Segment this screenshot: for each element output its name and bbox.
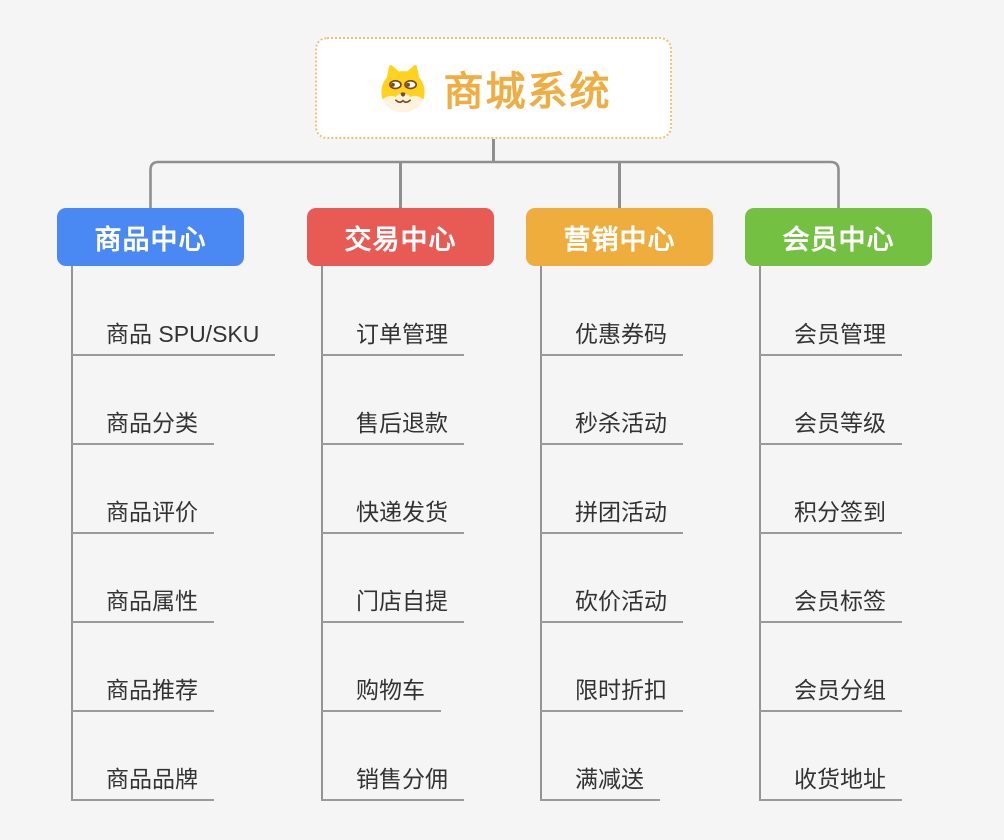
leaf-item[interactable]: 限时折扣 [540,677,683,712]
leaf-item[interactable]: 购物车 [321,677,441,712]
leaf-item[interactable]: 商品属性 [71,588,214,623]
leaf-item[interactable]: 会员标签 [759,588,902,623]
leaf-item[interactable]: 商品 SPU/SKU [71,321,276,356]
leaf-item[interactable]: 商品评价 [71,499,214,534]
leaf-item[interactable]: 满减送 [540,766,660,801]
leaf-item[interactable]: 积分签到 [759,499,902,534]
leaf-item[interactable]: 拼团活动 [540,499,683,534]
leaf-item[interactable]: 商品推荐 [71,677,214,712]
leaf-item[interactable]: 快递发货 [321,499,464,534]
branch-node-member-center[interactable]: 会员中心 [745,208,932,266]
branch-node-marketing-center[interactable]: 营销中心 [526,208,713,266]
leaf-item[interactable]: 会员管理 [759,321,902,356]
root-node[interactable]: 商城系统 [315,37,672,139]
branch-node-trade-center[interactable]: 交易中心 [307,208,494,266]
leaf-item[interactable]: 商品分类 [71,410,214,445]
leaf-item[interactable]: 售后退款 [321,410,464,445]
leaf-item[interactable]: 优惠券码 [540,321,683,356]
leaf-item[interactable]: 销售分佣 [321,766,464,801]
leaf-item[interactable]: 会员分组 [759,677,902,712]
dog-face-icon [380,65,425,113]
leaf-item[interactable]: 门店自提 [321,588,464,623]
leaf-item[interactable]: 收货地址 [759,766,902,801]
leaf-item[interactable]: 商品品牌 [71,766,214,801]
leaf-item[interactable]: 砍价活动 [540,588,683,623]
root-title: 商城系统 [443,70,612,114]
leaf-item[interactable]: 订单管理 [321,321,464,356]
leaf-item[interactable]: 会员等级 [759,410,902,445]
branch-node-product-center[interactable]: 商品中心 [57,208,244,266]
leaf-item[interactable]: 秒杀活动 [540,410,683,445]
